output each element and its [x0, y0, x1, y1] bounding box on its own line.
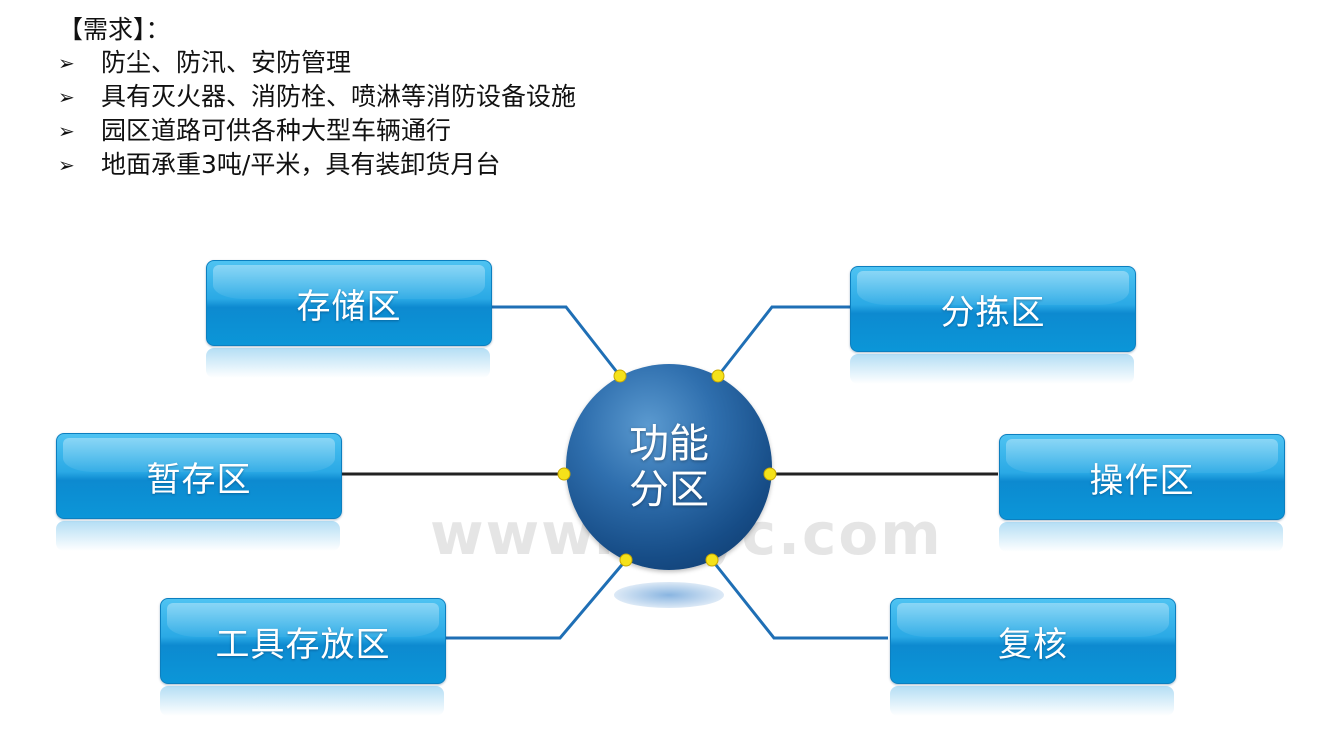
zone-storage-reflection [206, 348, 490, 378]
requirements-block: 【需求】： ➢ 防尘、防汛、安防管理 ➢ 具有灭火器、消防栓、喷淋等消防设备设施 ➢… [58, 14, 576, 182]
requirements-list: ➢ 防尘、防汛、安防管理 ➢ 具有灭火器、消防栓、喷淋等消防设备设施 ➢ 园区道路可供… [58, 46, 576, 182]
requirement-item: ➢ 园区道路可供各种大型车辆通行 [58, 114, 576, 148]
connector-storage [492, 305, 622, 377]
zone-operation-label: 操作区 [1089, 460, 1195, 501]
hub-label-line1: 功能 [629, 421, 709, 467]
zone-operation-reflection [999, 522, 1283, 552]
arrow-bullet-icon: ➢ [58, 85, 75, 109]
zone-sorting-reflection [850, 354, 1134, 384]
hub-label-line2: 分区 [629, 467, 709, 513]
hub-shadow [614, 582, 724, 608]
arrow-bullet-icon: ➢ [58, 153, 75, 177]
zone-temporary: 暂存区 [56, 433, 342, 519]
zone-temporary-label: 暂存区 [146, 459, 252, 500]
requirement-text: 园区道路可供各种大型车辆通行 [101, 116, 452, 145]
zone-tools-reflection [160, 686, 444, 716]
requirement-text: 地面承重3吨/平米，具有装卸货月台 [101, 150, 501, 179]
zone-tools: 工具存放区 [160, 598, 446, 684]
zone-temporary-reflection [56, 521, 340, 551]
zone-sorting-label: 分拣区 [940, 292, 1046, 333]
connector-tools [446, 559, 628, 640]
arrow-bullet-icon: ➢ [58, 119, 75, 143]
connector-sorting [716, 305, 850, 377]
arrow-bullet-icon: ➢ [58, 51, 75, 75]
zone-storage-label: 存储区 [296, 286, 402, 327]
requirement-text: 具有灭火器、消防栓、喷淋等消防设备设施 [101, 82, 577, 111]
zone-sorting: 分拣区 [850, 266, 1136, 352]
hub-circle: 功能 分区 [566, 364, 772, 570]
zone-tools-label: 工具存放区 [215, 624, 391, 665]
requirement-text: 防尘、防汛、安防管理 [101, 48, 352, 77]
connector-recheck [710, 559, 888, 640]
zone-recheck-reflection [890, 686, 1174, 716]
requirement-item: ➢ 具有灭火器、消防栓、喷淋等消防设备设施 [58, 80, 576, 114]
zone-recheck: 复核 [890, 598, 1176, 684]
zone-recheck-label: 复核 [998, 624, 1068, 665]
requirement-item: ➢ 防尘、防汛、安防管理 [58, 46, 576, 80]
requirements-title: 【需求】： [58, 15, 171, 44]
zone-storage: 存储区 [206, 260, 492, 346]
requirement-item: ➢ 地面承重3吨/平米，具有装卸货月台 [58, 148, 576, 182]
zone-operation: 操作区 [999, 434, 1285, 520]
